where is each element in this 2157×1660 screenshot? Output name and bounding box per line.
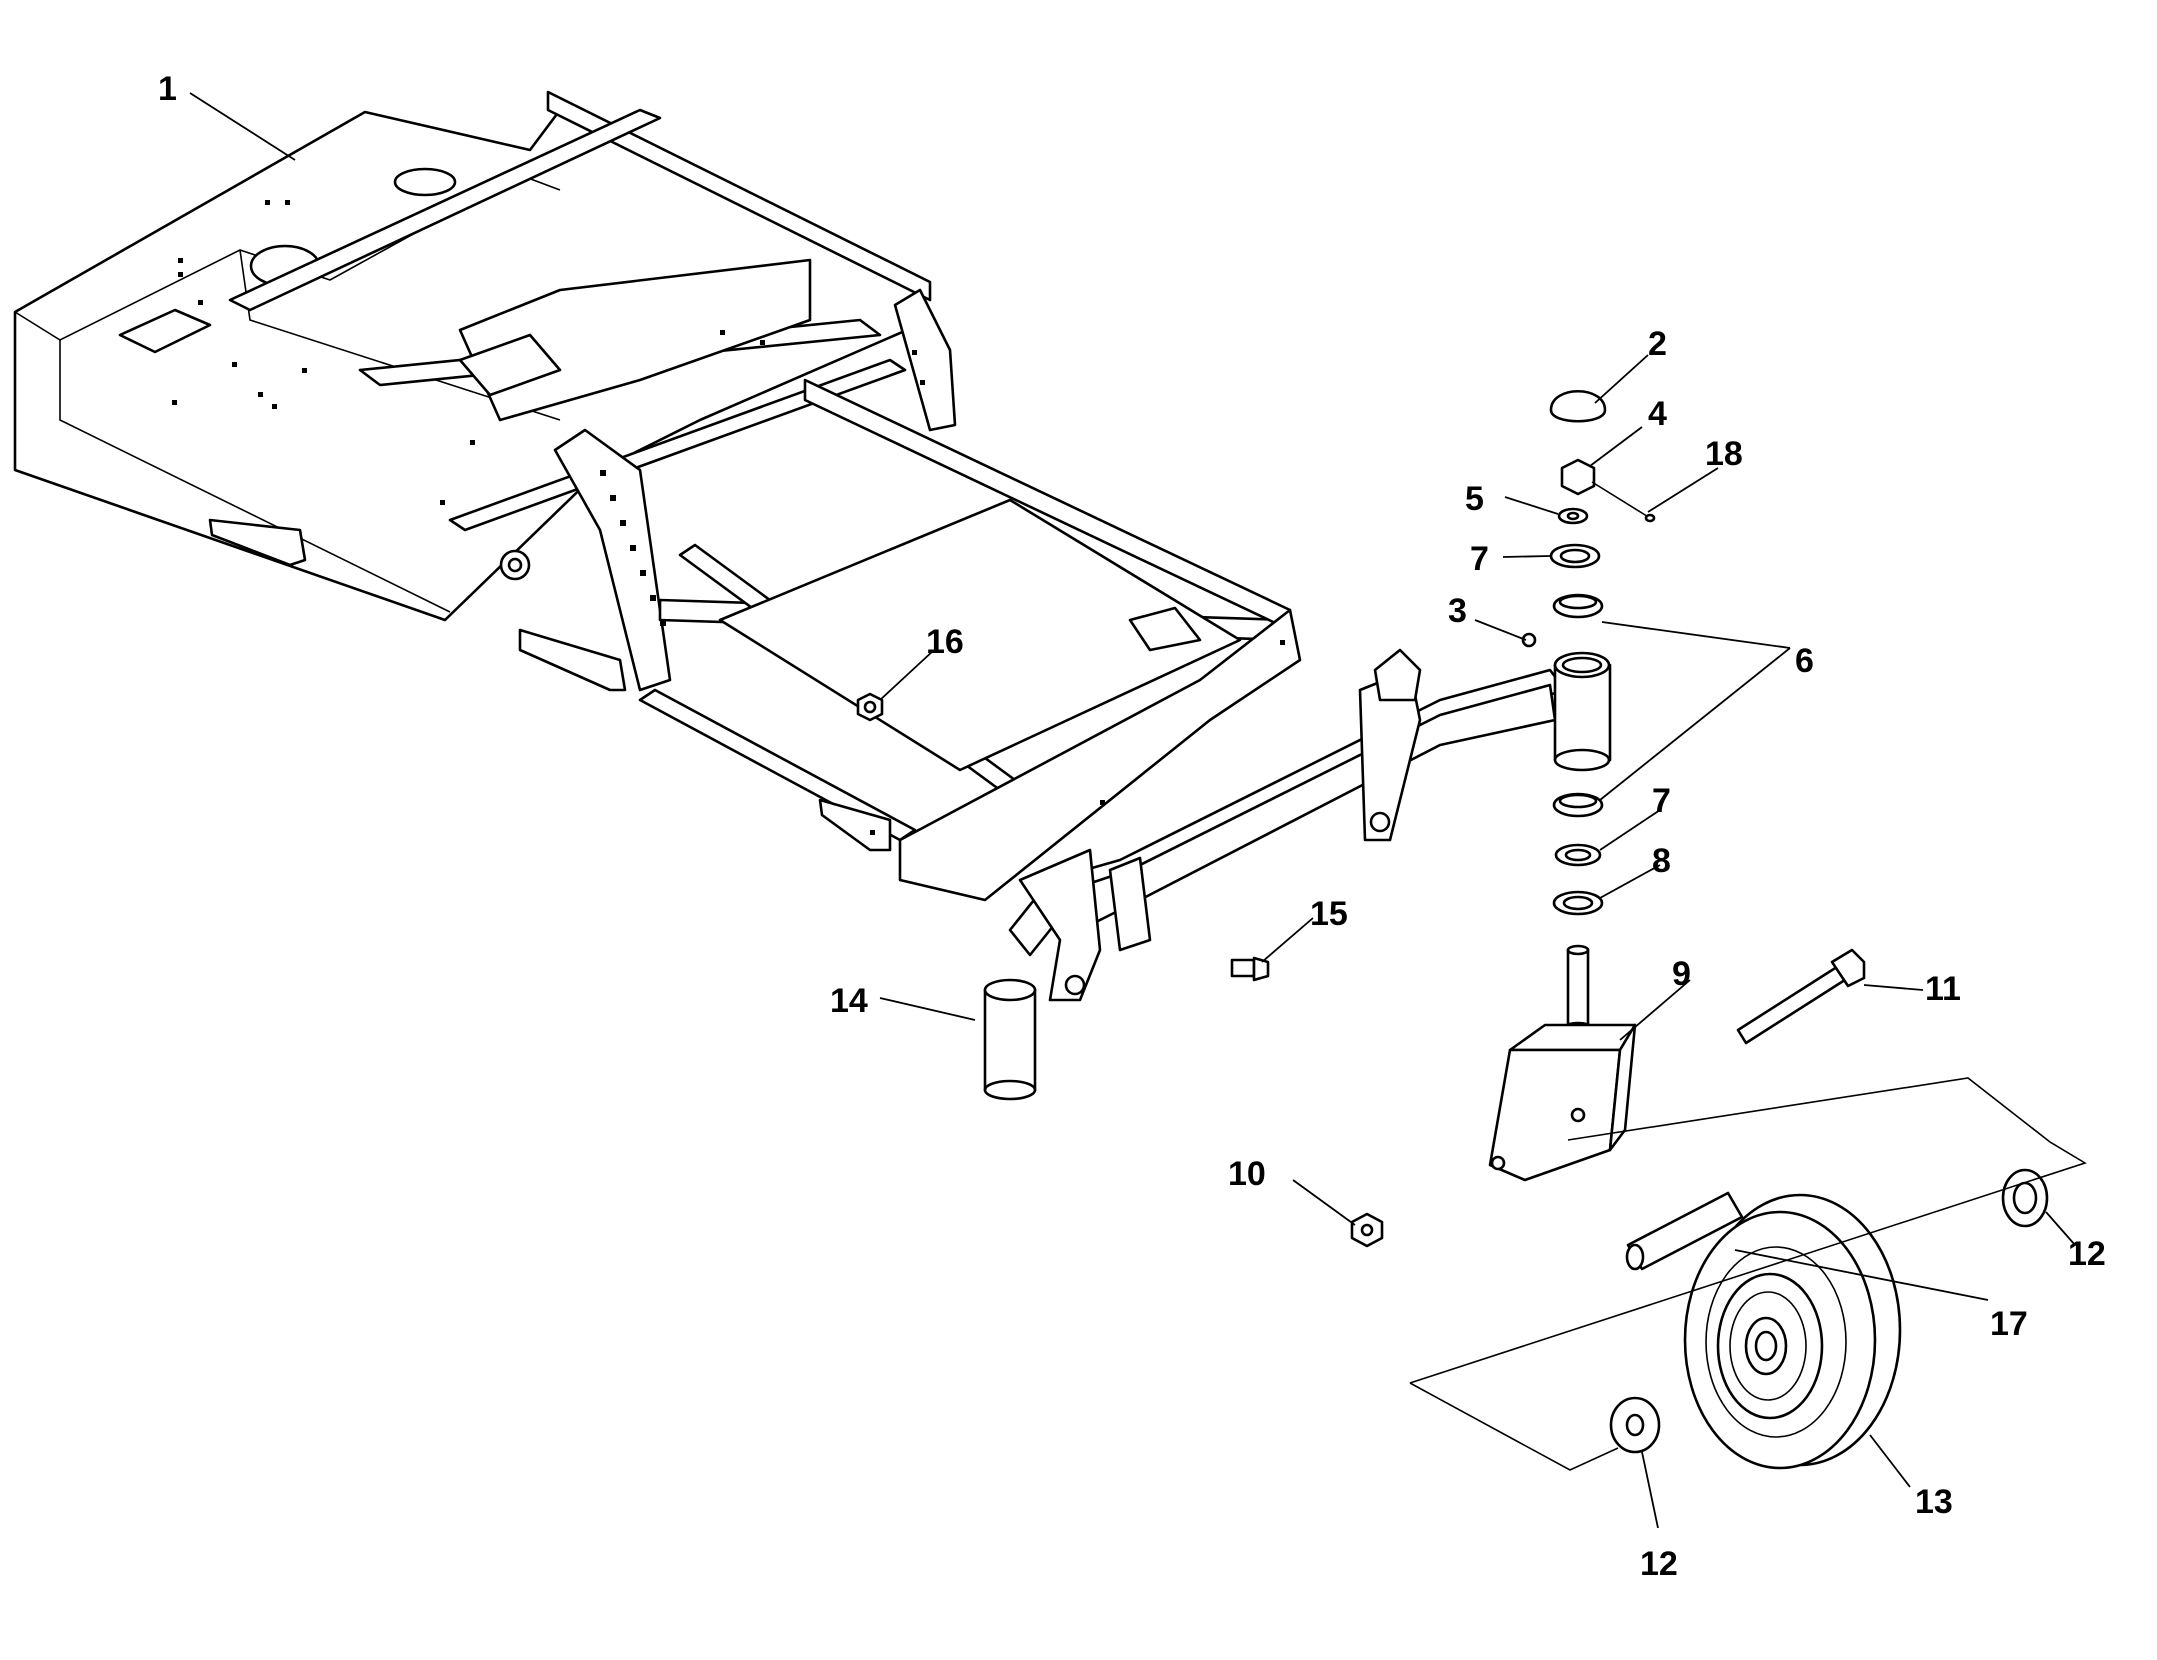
bearing-race-upper [1552,593,1604,619]
washer [1557,507,1589,525]
caster-fork [1488,944,1637,1182]
frame-nut [856,692,884,722]
callout-16: 16 [926,623,964,661]
main-frame [13,90,1302,902]
cotter-pin [1591,481,1656,523]
callout-17: 17 [1990,1305,2028,1343]
axle-bolt [1736,948,1866,1045]
callout-15: 15 [1310,895,1348,933]
castle-nut [1560,458,1596,496]
callout-13: 13 [1915,1483,1953,1521]
callout-11: 11 [1925,970,1961,1008]
callout-5: 5 [1465,480,1484,518]
caster-wheel [1683,1193,1902,1470]
bearing-upper [1549,543,1601,569]
bearing-race-lower [1552,792,1604,818]
spacer-tube [1625,1191,1744,1271]
caster-arm-assembly [983,648,1612,1101]
callout-7-lower: 7 [1652,782,1671,820]
dust-cap [1549,390,1607,423]
callout-8: 8 [1652,842,1671,880]
callout-labels: 1 2 3 4 5 6 7 7 8 9 10 11 12 12 13 14 15… [158,70,2106,1583]
callout-1: 1 [158,70,177,108]
callout-3: 3 [1448,592,1467,630]
callout-14: 14 [830,982,868,1020]
bearing-lower [1554,843,1602,867]
grease-fitting [1521,632,1537,648]
callout-7-upper: 7 [1470,540,1489,578]
callout-12-left: 12 [1640,1545,1678,1583]
wheel-assembly-outline [1409,1077,2087,1471]
seal [1552,890,1604,916]
callout-12-right: 12 [2068,1235,2106,1273]
callout-2: 2 [1648,325,1667,363]
wheel-bearing-left [1609,1396,1661,1454]
callout-6: 6 [1795,642,1814,680]
callout-18: 18 [1705,435,1743,473]
callout-10: 10 [1228,1155,1266,1193]
leader-lines [189,92,2076,1529]
wheel-bearing-right [2001,1168,2049,1228]
callout-9: 9 [1672,955,1691,993]
locknut [1350,1212,1384,1248]
callout-4: 4 [1648,395,1667,433]
